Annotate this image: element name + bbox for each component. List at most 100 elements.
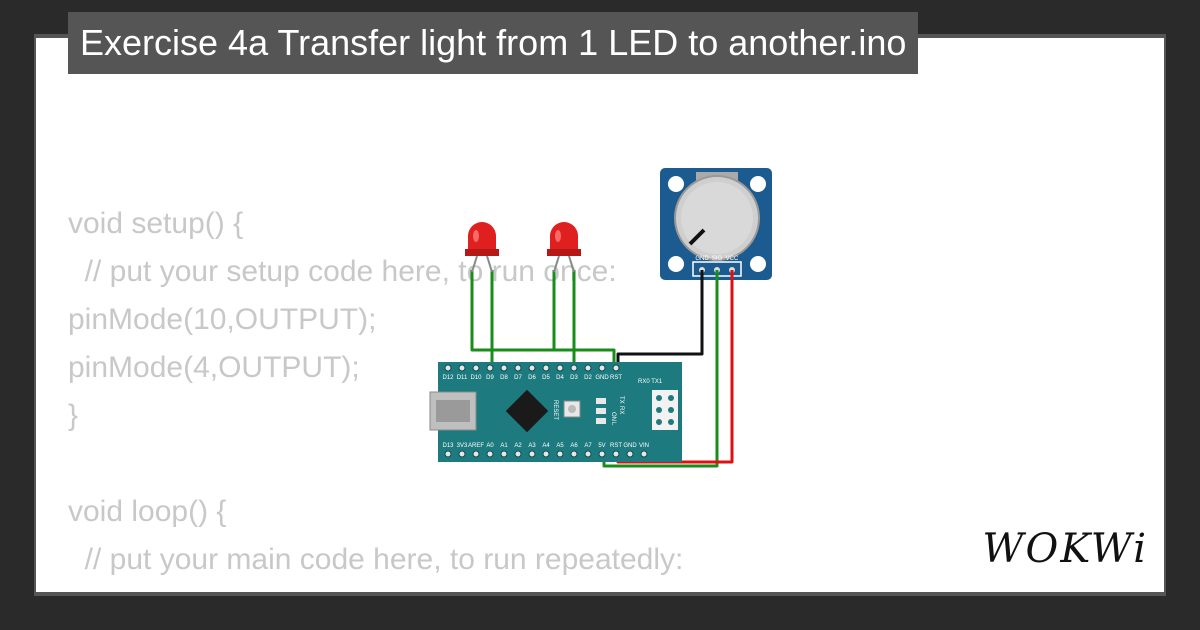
pin-label: AREF <box>468 443 484 449</box>
led-highlight <box>473 230 479 242</box>
mount-hole <box>668 176 684 192</box>
header-pin[interactable] <box>598 364 606 372</box>
led-2[interactable] <box>547 222 581 273</box>
icsp-header <box>652 390 678 430</box>
wire-pot-gnd[interactable] <box>616 270 704 368</box>
code-line: void setup() { <box>68 207 244 240</box>
icsp-pin <box>656 407 662 413</box>
header-pin[interactable] <box>556 450 564 458</box>
led-body <box>550 222 578 250</box>
code-line: pinMode(4,OUTPUT); <box>68 351 360 384</box>
pot-pin-label: SIG <box>712 256 723 262</box>
mount-hole <box>750 256 766 272</box>
header-pin[interactable] <box>612 364 620 372</box>
rx-label: RX <box>618 406 624 414</box>
header-pin[interactable] <box>500 450 508 458</box>
pin-label: A6 <box>570 443 578 449</box>
header-pin[interactable] <box>486 364 494 372</box>
header-pin[interactable] <box>444 364 452 372</box>
pin-label: A4 <box>542 443 550 449</box>
pin-label: D6 <box>528 375 536 381</box>
pin-label: 5V <box>598 443 605 449</box>
header-pin[interactable] <box>542 364 550 372</box>
led-leg <box>568 255 575 273</box>
pot-pin-label: GND <box>695 256 709 262</box>
circuit-diagram: GND SIG VCC <box>429 168 772 468</box>
pin-label: GND <box>623 443 637 449</box>
led-indicator-on <box>596 418 606 424</box>
led-1[interactable] <box>465 222 499 273</box>
header-pin[interactable] <box>528 364 536 372</box>
code-line: // put your main code here, to run repea… <box>68 543 684 576</box>
header-pin[interactable] <box>528 450 536 458</box>
wire-led1-gnd[interactable] <box>470 270 616 368</box>
pin-label: 3V3 <box>457 443 468 449</box>
l-label: L <box>610 422 616 426</box>
led-base <box>547 249 581 256</box>
header-pin[interactable] <box>444 450 452 458</box>
led-leg <box>553 255 560 273</box>
code-preview: void setup() { // put your setup code he… <box>68 200 683 592</box>
mount-hole <box>668 256 684 272</box>
code-line: } <box>68 399 79 432</box>
pin-label: D11 <box>457 375 468 381</box>
header-pin[interactable] <box>472 450 480 458</box>
led-leg <box>486 255 493 273</box>
pot-pin-label: VCC <box>726 256 739 262</box>
pin-label: A1 <box>500 443 508 449</box>
pin-label: A2 <box>514 443 522 449</box>
pin-label: D3 <box>570 375 578 381</box>
usb-port <box>436 400 470 422</box>
pin-label: D4 <box>556 375 564 381</box>
header-pin[interactable] <box>584 450 592 458</box>
header-pin[interactable] <box>556 364 564 372</box>
icsp-pin <box>668 419 674 425</box>
header-pin[interactable] <box>626 450 634 458</box>
icsp-pin <box>656 419 662 425</box>
header-pin[interactable] <box>472 364 480 372</box>
reset-button-cap <box>568 405 576 413</box>
pin-label: D7 <box>514 375 522 381</box>
pin-label: GND <box>595 375 609 381</box>
pin-label: A7 <box>584 443 592 449</box>
reset-label: RESET <box>552 400 558 420</box>
led-body <box>468 222 496 250</box>
on-label: ON <box>610 412 616 421</box>
tx-label: TX <box>618 396 624 404</box>
header-pin[interactable] <box>458 450 466 458</box>
header-pin[interactable] <box>570 450 578 458</box>
code-line: pinMode(10,OUTPUT); <box>68 303 377 336</box>
pin-label: D13 <box>442 443 454 449</box>
led-highlight <box>555 230 561 242</box>
project-title: Exercise 4a Transfer light from 1 LED to… <box>68 12 919 74</box>
pin-label: RST <box>610 443 622 449</box>
header-pin[interactable] <box>570 364 578 372</box>
potentiometer[interactable]: GND SIG VCC <box>660 168 772 280</box>
icsp-pin <box>668 407 674 413</box>
header-pin[interactable] <box>458 364 466 372</box>
code-line: if(analogRead(A7)>500){ <box>68 584 683 592</box>
header-pin[interactable] <box>514 450 522 458</box>
led-indicator-tx <box>596 398 606 404</box>
header-pin[interactable] <box>500 364 508 372</box>
led-leg <box>471 255 478 273</box>
code-line: // put your setup code here, to run once… <box>68 255 617 288</box>
header-pin[interactable] <box>612 450 620 458</box>
pin-label: A5 <box>556 443 564 449</box>
header-pin[interactable] <box>542 450 550 458</box>
pin-label: A0 <box>486 443 494 449</box>
nano-board <box>438 362 682 462</box>
header-pin[interactable] <box>584 364 592 372</box>
header-pin[interactable] <box>598 450 606 458</box>
simulation-canvas[interactable]: void setup() { // put your setup code he… <box>36 38 1164 592</box>
header-pin[interactable] <box>486 450 494 458</box>
knob-indicator <box>688 228 706 246</box>
header-pin[interactable] <box>640 450 648 458</box>
pin-label: D2 <box>584 375 592 381</box>
header-pin[interactable] <box>514 364 522 372</box>
icsp-pin <box>668 395 674 401</box>
code-line: void loop() { <box>68 495 227 528</box>
